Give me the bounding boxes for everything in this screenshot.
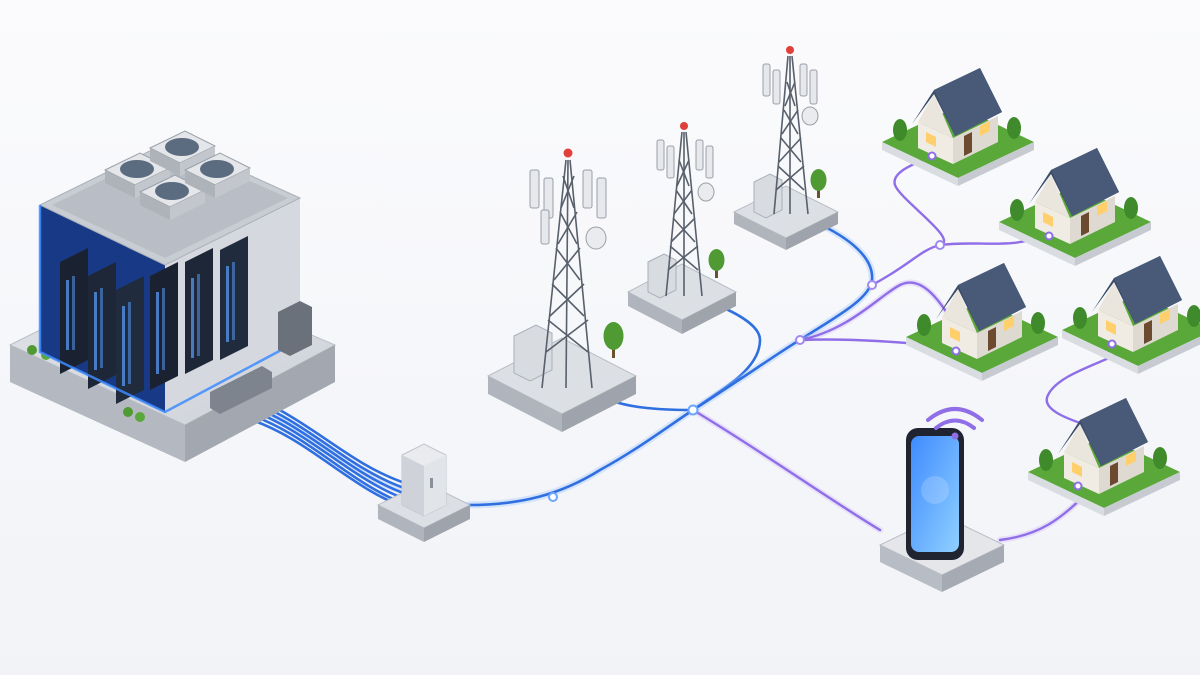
smartphone (878, 407, 1006, 592)
house-4 (1062, 256, 1200, 374)
junction-dot (795, 335, 805, 345)
tree (1124, 197, 1138, 219)
antenna-panel (695, 139, 704, 171)
door (1110, 462, 1118, 486)
door (1144, 320, 1152, 344)
antenna-panel (582, 169, 593, 209)
house-1 (882, 68, 1034, 186)
house-link-dot (927, 151, 937, 161)
window (1072, 462, 1082, 477)
tree (810, 169, 827, 191)
antenna-panel (705, 145, 714, 179)
tree (1010, 199, 1024, 221)
cell-tower-1 (486, 148, 638, 432)
door (988, 327, 996, 351)
tree (917, 314, 931, 336)
junction-dot (548, 492, 558, 502)
fiber-to-tower-3 (691, 220, 874, 412)
cell-tower-3 (732, 46, 840, 250)
microwave-dish (801, 106, 819, 126)
shrub (135, 412, 145, 422)
roof-fan-unit (148, 130, 217, 176)
antenna-panel (656, 139, 665, 171)
door (964, 132, 972, 156)
tree (1031, 312, 1045, 334)
house-link-dot (951, 346, 961, 356)
fan-icon (120, 160, 154, 178)
fan-icon (165, 138, 199, 156)
antenna-panel (666, 145, 675, 179)
antenna-panel (540, 209, 550, 245)
link-to-house-1 (870, 153, 945, 287)
window (1126, 451, 1136, 466)
shrub (27, 345, 37, 355)
equipment-cabinet (647, 253, 677, 299)
tree (1153, 447, 1167, 469)
antenna-panel (799, 63, 808, 97)
house-link-dot (1044, 231, 1054, 241)
beacon-light (786, 46, 794, 54)
window (980, 121, 990, 136)
ac-unit (278, 301, 312, 356)
street-cabinet (376, 443, 472, 542)
junction-dot (935, 240, 945, 250)
antenna-panel (809, 69, 818, 105)
window (926, 132, 936, 147)
tower-lattice (665, 131, 703, 297)
window (1097, 201, 1107, 216)
equipment-cabinet (513, 324, 553, 382)
tree (1187, 305, 1200, 327)
fiber-cabinet-trunk (466, 408, 695, 507)
tree (1007, 117, 1021, 139)
link-to-smartphone (691, 408, 882, 532)
house-2 (999, 148, 1151, 266)
house-3 (906, 263, 1058, 381)
microwave-dish (585, 226, 607, 250)
roof-fan-unit (183, 152, 252, 198)
tree (603, 322, 624, 350)
tree (1039, 449, 1053, 471)
window (1043, 212, 1053, 227)
tree (708, 249, 725, 271)
phone-screen (911, 436, 959, 552)
tree (1073, 307, 1087, 329)
house-link-dot (1107, 339, 1117, 349)
fiber-port (210, 366, 272, 414)
wifi-icon (926, 407, 984, 440)
tree (893, 119, 907, 141)
antenna-panel (596, 177, 607, 219)
house-link-dot (1073, 481, 1083, 491)
fan-icon (200, 160, 234, 178)
antenna-panel (762, 63, 771, 97)
beacon-light (563, 148, 573, 158)
microwave-dish (697, 182, 715, 202)
data-center (8, 130, 337, 462)
antenna-panel (529, 169, 540, 209)
window (950, 327, 960, 342)
equipment-cabinet (753, 173, 783, 219)
fan-icon (155, 182, 189, 200)
window (1160, 309, 1170, 324)
window (1004, 316, 1014, 331)
door (1081, 212, 1089, 236)
window (1106, 320, 1116, 335)
beacon-light (680, 122, 688, 130)
server-racks (60, 236, 248, 404)
tower-lattice (773, 55, 809, 215)
houses (882, 68, 1200, 516)
junction-dot (687, 404, 699, 416)
junction-dot (867, 280, 877, 290)
shrub (123, 407, 133, 417)
house-5 (1028, 398, 1180, 516)
cell-tower-2 (626, 122, 738, 334)
antenna-panel (772, 69, 781, 105)
tower-lattice (541, 159, 593, 389)
